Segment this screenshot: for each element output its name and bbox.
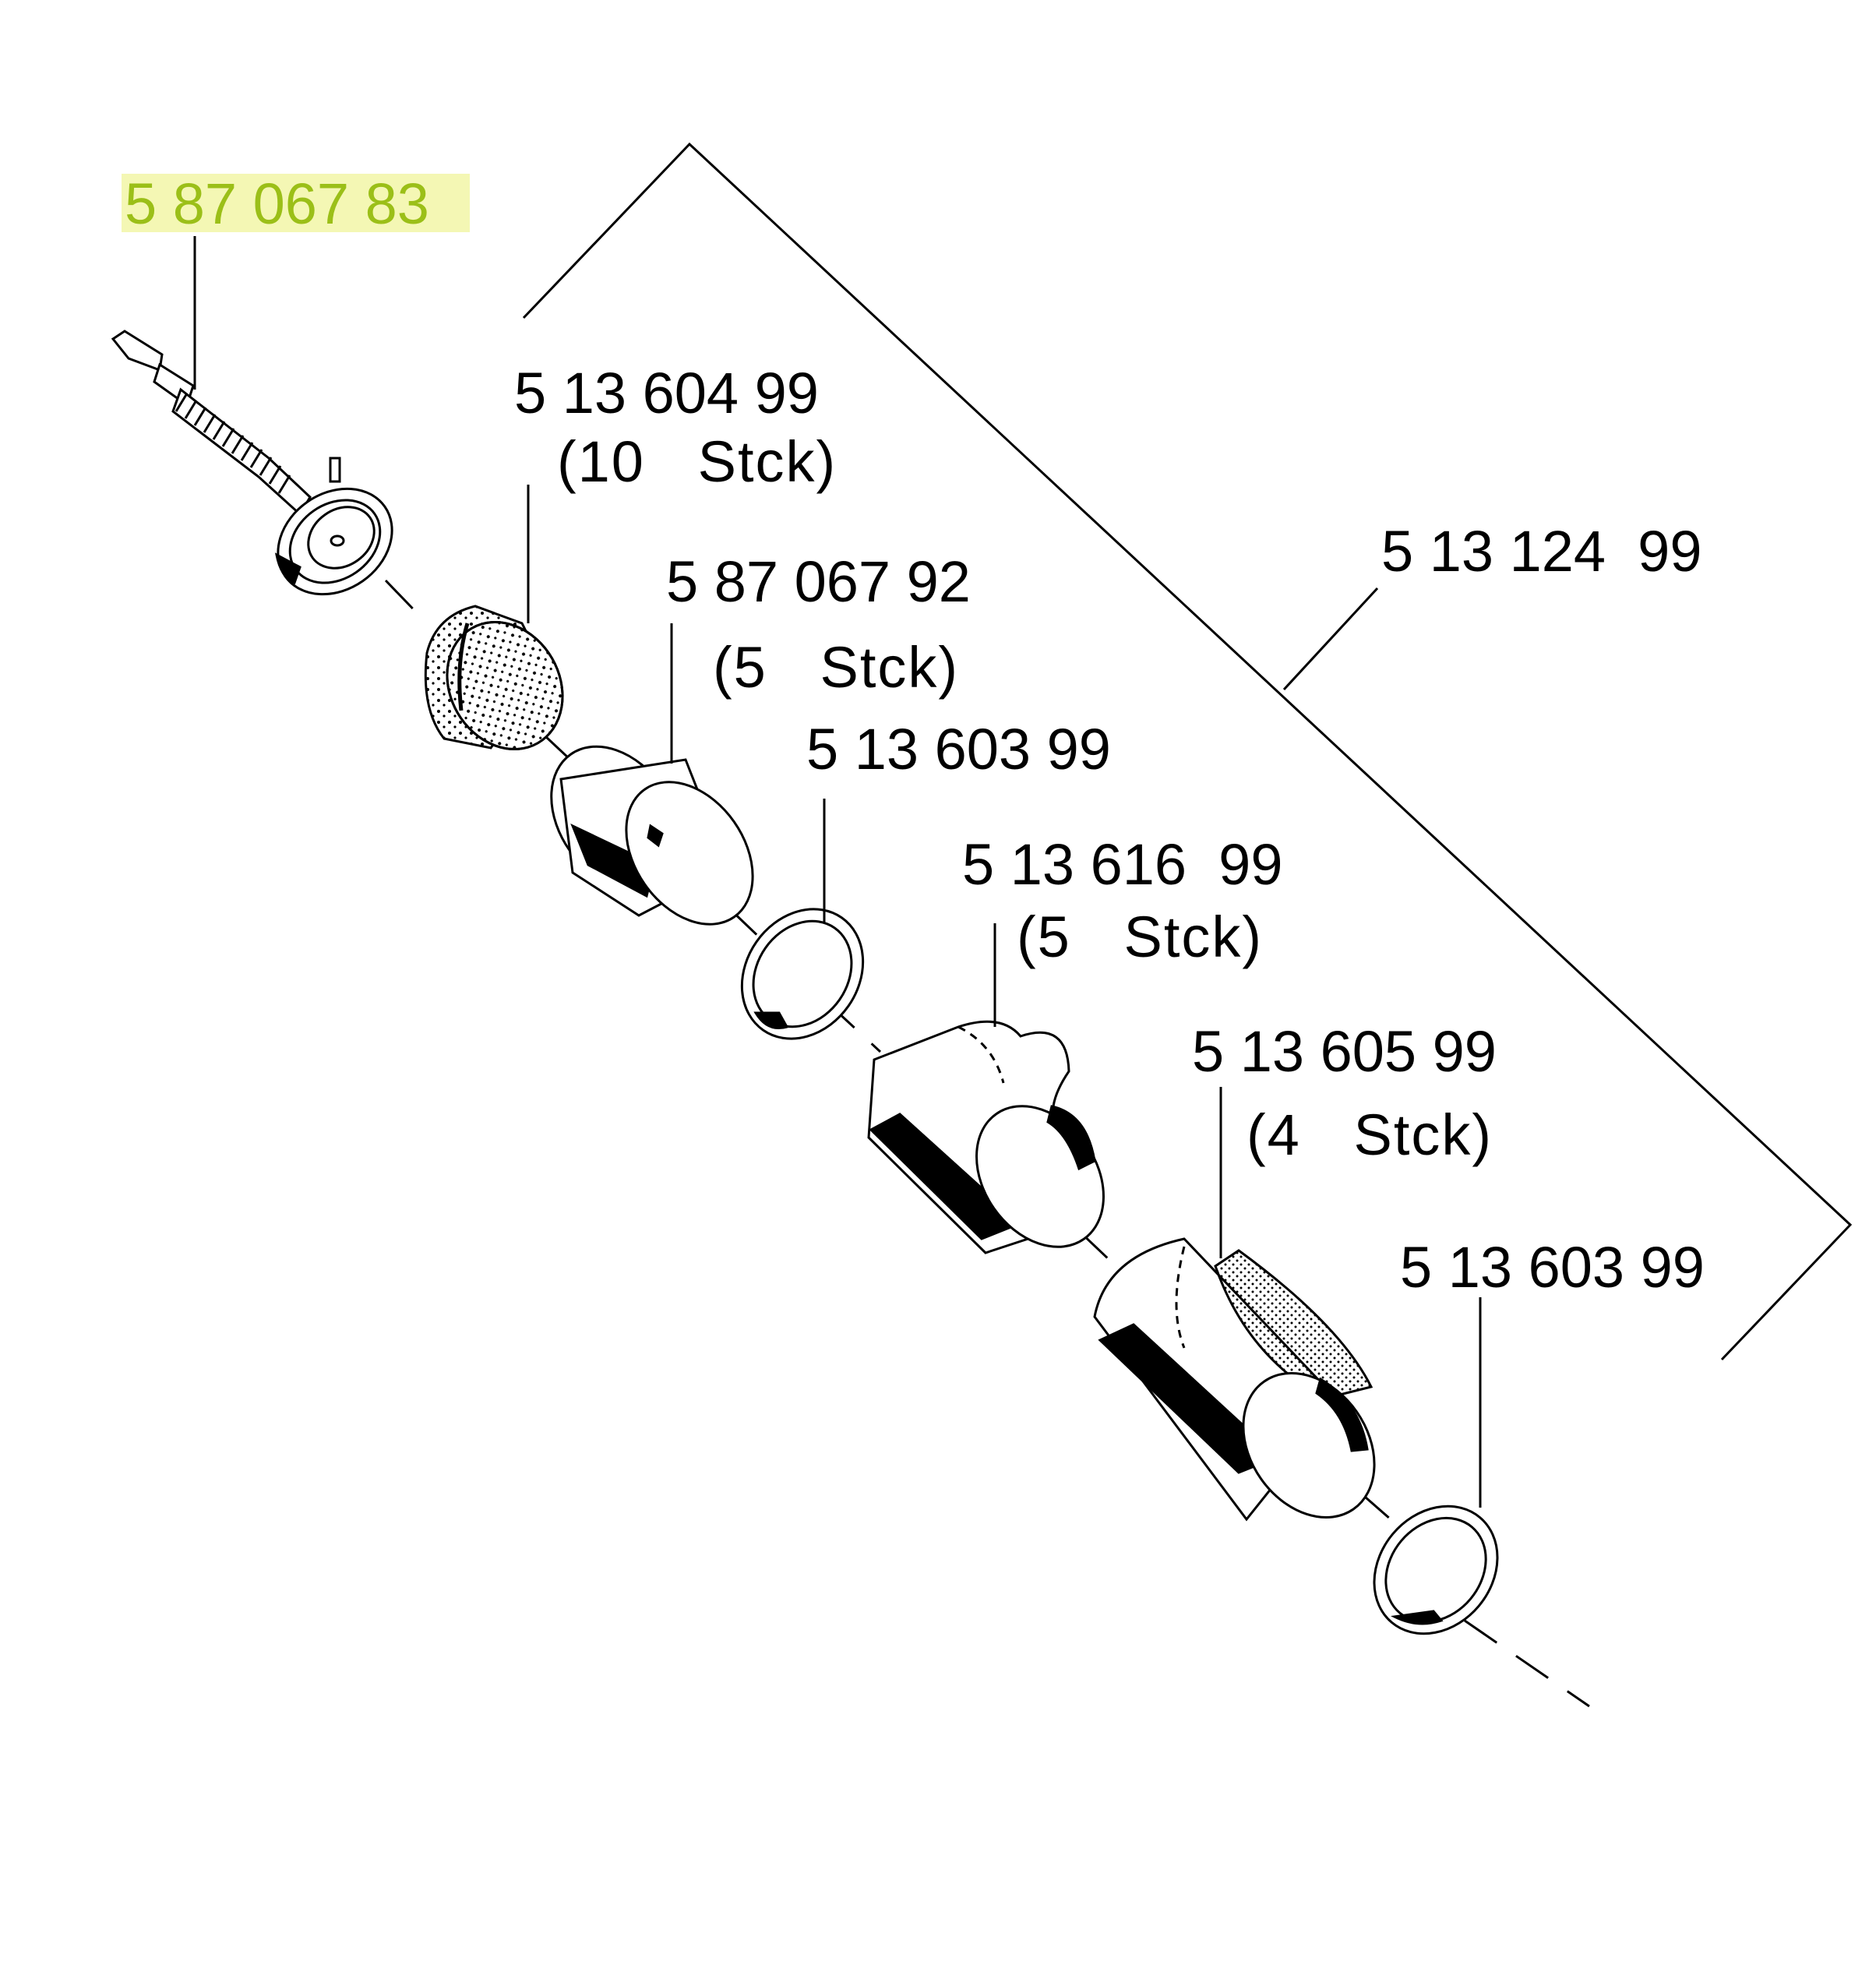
washer-part-number-1[interactable]: 5 13 603 99 [806,717,1111,781]
main-part-highlight [122,174,470,232]
sleeve-quantity: (5 Stck) [1017,905,1263,969]
filter-part-number[interactable]: 5 13 604 99 [514,361,819,425]
bushing-part [550,745,754,926]
needle-screw-part [111,330,393,596]
washer-part-number-2[interactable]: 5 13 603 99 [1400,1235,1705,1300]
sleeve-part-number[interactable]: 5 13 616 99 [962,832,1282,897]
bushing-quantity: (5 Stck) [713,635,959,700]
tube-quantity: (4 Stck) [1247,1102,1493,1167]
main-part-number[interactable]: 5 87 067 83 [125,171,429,236]
filter-part [424,605,564,751]
kit-bracket [522,142,1853,1361]
washer-part-2 [1373,1504,1499,1635]
tube-part-number[interactable]: 5 13 605 99 [1192,1019,1497,1084]
filter-quantity: (10 Stck) [557,429,837,494]
washer-part-1 [740,908,865,1040]
leader-lines [193,236,1482,1508]
bushing-part-number[interactable]: 5 87 067 92 [666,549,971,614]
kit-part-number[interactable]: 5 13 124 99 [1381,519,1701,584]
tube-part [1093,1237,1376,1522]
sleeve-part [867,1020,1105,1254]
